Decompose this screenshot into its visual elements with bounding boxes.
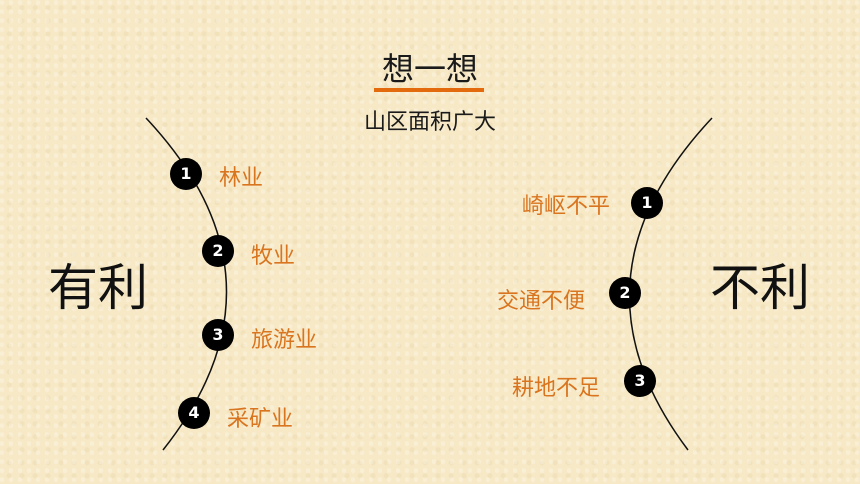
disadvantage-item-farmland: 耕地不足 [512, 376, 601, 401]
advantage-number-2: 2 [202, 235, 234, 267]
advantage-item-tourism: 旅游业 [251, 328, 318, 353]
disadvantages-label: 不利 [710, 259, 810, 317]
advantage-number-3: 3 [202, 319, 234, 351]
title-underline [374, 88, 484, 92]
page-title: 想一想 [381, 50, 478, 88]
disadvantage-number-1: 1 [631, 187, 663, 219]
disadvantage-number-2: 2 [609, 277, 641, 309]
right-arc [628, 117, 713, 451]
disadvantage-item-transport: 交通不便 [497, 289, 586, 314]
advantage-item-forestry: 林业 [219, 166, 264, 191]
advantages-label: 有利 [48, 259, 148, 317]
disadvantage-item-rugged: 崎岖不平 [522, 194, 611, 219]
advantage-item-husbandry: 牧业 [251, 244, 296, 269]
advantage-item-mining: 采矿业 [227, 407, 294, 432]
page-subtitle: 山区面积广大 [363, 110, 496, 135]
advantage-number-4: 4 [178, 397, 210, 429]
disadvantage-number-3: 3 [624, 365, 656, 397]
advantage-number-1: 1 [170, 158, 202, 190]
